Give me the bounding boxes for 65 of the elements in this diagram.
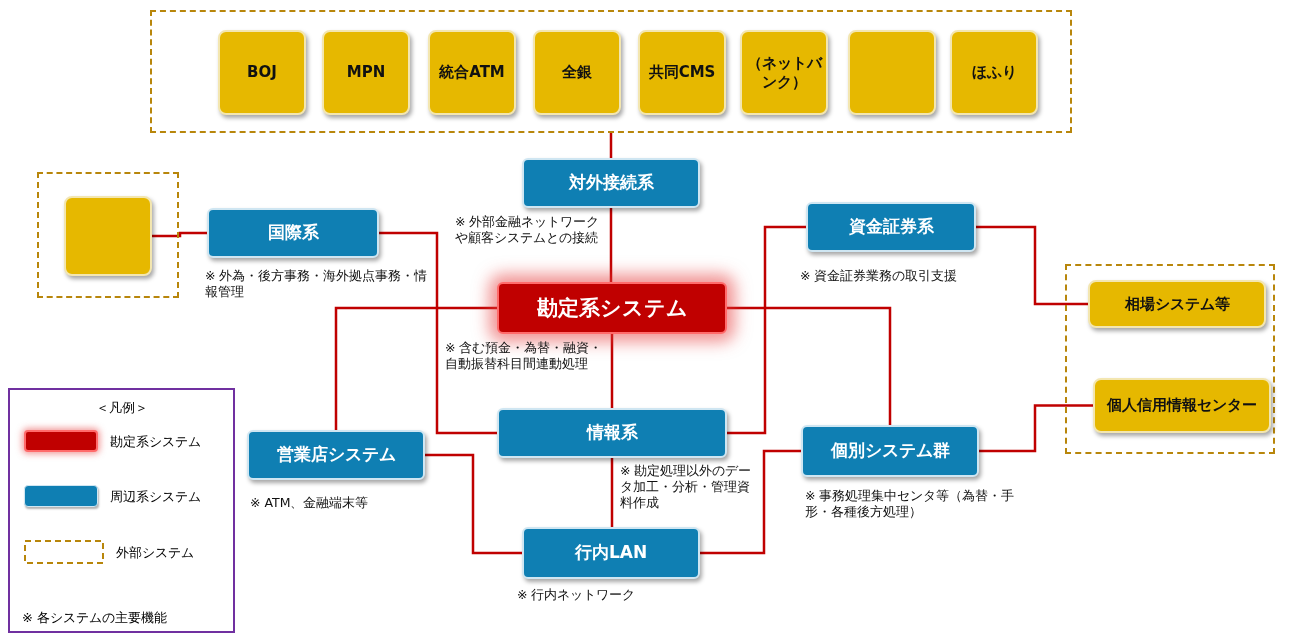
connector-line <box>609 133 613 158</box>
dashed-group-frame <box>37 172 179 298</box>
node-label: （ネットバンク） <box>745 53 824 92</box>
connector-line <box>976 225 1088 306</box>
node-label: 営業店システム <box>275 444 397 466</box>
connector-line <box>609 208 613 282</box>
system-box <box>806 202 976 252</box>
core-system-box <box>497 282 727 334</box>
legend-label: 勘定系システム <box>110 432 202 450</box>
node-label: 国際系 <box>266 222 320 244</box>
dashed-group-frame <box>1065 264 1275 454</box>
external-system-box <box>848 30 936 115</box>
connector-line <box>610 458 614 527</box>
connector-line <box>610 334 614 408</box>
node-note: ※ 外為・後方事務・海外拠点事務・情報管理 <box>205 268 429 300</box>
node-label: 対外接続系 <box>567 172 655 194</box>
connector-line <box>727 306 892 425</box>
connector-line <box>152 231 207 238</box>
external-system-box <box>638 30 726 115</box>
node-note: ※ 勘定処理以外のデータ加工・分析・管理資料作成 <box>620 463 753 511</box>
node-note: ※ 含む預金・為替・融資・自動振替科目間連動処理 <box>445 340 604 372</box>
node-note: ※ 事務処理集中センタ等（為替・手形・各種後方処理） <box>805 488 1016 520</box>
external-system-box <box>428 30 516 115</box>
node-label: 共同CMS <box>647 63 717 82</box>
legend-label: 周辺系システム <box>110 487 202 505</box>
external-system-box <box>322 30 410 115</box>
legend-note: ※ 各システムの主要機能 <box>22 609 168 627</box>
connector-line <box>379 231 497 435</box>
connector-line <box>334 306 497 430</box>
external-system-box <box>218 30 306 115</box>
connector-line <box>425 453 522 555</box>
external-system-box <box>740 30 828 115</box>
node-note: ※ 外部金融ネットワークや顧客システムとの接続 <box>455 214 601 246</box>
system-box <box>497 408 727 458</box>
legend-label: 外部システム <box>116 543 195 561</box>
connector-line <box>700 449 801 555</box>
node-label: 勘定系システム <box>535 294 689 322</box>
system-box <box>522 158 700 208</box>
node-note: ※ ATM、金融端末等 <box>250 495 370 511</box>
node-label: 相場システム等 <box>1123 294 1231 314</box>
dashed-group-frame <box>150 10 1072 133</box>
node-note: ※ 資金証券業務の取引支援 <box>800 268 959 284</box>
node-label: 個別システム群 <box>829 440 951 462</box>
node-label: ほふり <box>970 63 1018 82</box>
external-system-box <box>950 30 1038 115</box>
external-system-box <box>64 196 152 276</box>
node-label: 情報系 <box>585 422 639 444</box>
connector-line <box>727 225 806 435</box>
node-label: BOJ <box>246 63 278 82</box>
external-system-box <box>1088 280 1266 328</box>
system-box <box>522 527 700 579</box>
node-label: 統合ATM <box>438 63 506 82</box>
node-label: MPN <box>345 63 387 82</box>
node-label: 個人信用情報センター <box>1105 396 1258 415</box>
external-system-box <box>1093 378 1271 433</box>
connector-line <box>979 404 1093 453</box>
external-system-box <box>533 30 621 115</box>
node-label: 行内LAN <box>573 542 649 564</box>
system-box <box>207 208 379 258</box>
legend-title: ＜凡例＞ <box>94 399 149 417</box>
node-label: 資金証券系 <box>847 216 935 238</box>
system-box <box>801 425 979 477</box>
node-note: ※ 行内ネットワーク <box>517 587 637 603</box>
node-label: 全銀 <box>561 63 593 82</box>
system-box <box>247 430 425 480</box>
